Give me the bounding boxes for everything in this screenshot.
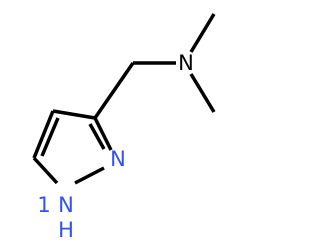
- amine-nitrogen-label: N: [178, 51, 194, 75]
- bond-ch2-c3: [93, 62, 135, 119]
- chemical-structure: N N N 1 H: [32, 13, 216, 242]
- bond-n1-n2: [74, 166, 105, 185]
- ring-nitrogen-1-h-prefix: 1: [37, 193, 50, 217]
- bond-c3-c4: [52, 109, 96, 120]
- bond-n-methyl-top: [189, 13, 216, 53]
- bond-c4-c5: [32, 110, 55, 159]
- bond-n2-c3: [93, 117, 113, 151]
- bond-n-methyl-bottom: [189, 73, 216, 113]
- ring-nitrogen-1-hydrogen-label: H: [58, 218, 74, 242]
- bond-c5-n1: [32, 156, 59, 185]
- ring-nitrogen-2-label: N: [110, 147, 126, 171]
- ring-nitrogen-1-label: N: [58, 193, 74, 217]
- bond-n2-c3-inner: [88, 123, 106, 150]
- bond-c4-c5-inner: [40, 117, 60, 157]
